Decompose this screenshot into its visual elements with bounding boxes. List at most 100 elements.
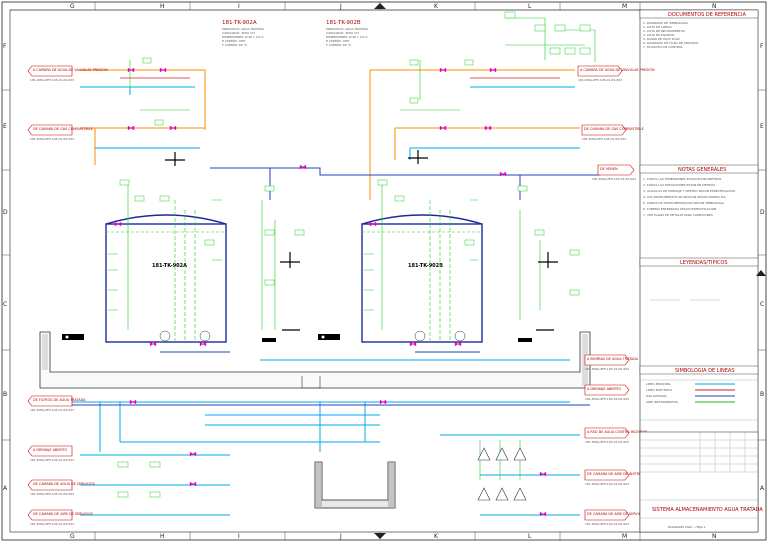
note-item: 1. TODAS LAS DIMENSIONES ESTAN EN MILIME… [643, 177, 721, 181]
legend-label: GAS NATURAL [646, 394, 667, 398]
manways [62, 334, 532, 342]
grid-row-label: D [760, 209, 765, 216]
flag-right-label: DE CAMARA DE AIRE DE INSTRUMENTOS [587, 472, 656, 476]
note-item: 5. LINEAS DE INSTRUMENTACION SEGUN SIMBO… [643, 201, 725, 205]
notes-title: NOTAS GENERALES [678, 167, 726, 173]
note-item: 6. TUBERIA ENTERRADA SEGUN ESPECIFICACIO… [643, 207, 716, 211]
tank-b-desc: CAPACIDAD: 3000 m3 [326, 31, 359, 35]
flag-left-ref: 181-DWG-PFP-105-01-P2-003 [30, 137, 74, 141]
grid-row-label: C [760, 301, 764, 308]
flag-right-ref: 181-DWG-PFP-105-01-P2-003 [585, 397, 629, 401]
tank-a-header: 181-TK-902A PRODUCTO: AGUA TRATADA CAPAC… [221, 20, 265, 47]
note-item: 2. TODAS LAS ELEVACIONES ESTAN EN METROS [643, 183, 715, 187]
flag-right-ref: 181-DWG-PFP-105-01-P2-003 [585, 522, 629, 526]
flag-right-ref: 181-DWG-PFP-105-01-P2-003 [592, 177, 636, 181]
grid-row-label: F [3, 43, 7, 50]
flag-right-ref: 181-DWG-PFP-105-01-P2-003 [585, 367, 629, 371]
tank-902b [361, 214, 483, 343]
dike-sump [301, 376, 321, 389]
ref-doc-item: 5. PLANO DE PLOT PLAN [643, 37, 680, 41]
flag-right-ref: 181-DWG-PFP-105-01-P2-003 [578, 78, 622, 82]
note-item: 3. VALVULAS DE DRENAJE Y VENTEO SEGUN ES… [643, 189, 735, 193]
grid-col-label: I [238, 3, 240, 10]
grid-row-label: A [760, 485, 765, 492]
grid-col-label: M [622, 3, 627, 10]
tank-b-tag: 181-TK-902B [326, 20, 361, 26]
legend-label: AIRE INSTRUMENTOS [646, 400, 678, 404]
tank-a-desc: PRODUCTO: AGUA TRATADA [222, 27, 265, 31]
simbologia-title: SIMBOLOGIA DE LINEAS [675, 368, 735, 374]
tank-a-desc: P. DISEÑO: ATM [222, 38, 245, 43]
flag-left-ref: 181-DWG-PFP-105-01-P2-003 [30, 458, 74, 462]
flag-right-label: DE CAMARA DE AIRE DE SERVICIOS [587, 512, 647, 516]
tank-a-tag: 181-TK-902A [222, 20, 257, 26]
grid-row-label: A [3, 485, 8, 492]
ref-doc-item: 6. DIAGRAMA DE FLUJO DE PROCESO [643, 41, 699, 45]
grid-col-label: N [712, 3, 717, 10]
tank-902a [105, 214, 227, 343]
ref-doc-item: 3. LISTA DE INSTRUMENTOS [643, 29, 685, 33]
note-item: 4. LOS INSTRUMENTOS SE INDICAN SEGUN NOR… [643, 195, 727, 199]
tank-inner-label: 181-TK-902A [152, 263, 187, 269]
flag-left-ref: 181-DWG-PFP-105-01-P2-003 [30, 78, 74, 82]
leyenda-title: LEYENDAS/TIPICOS [680, 260, 728, 266]
tank-b-desc: P. DISEÑO: ATM [326, 38, 349, 43]
flag-left-label: DE FILTROS DE AGUA TRATADA [33, 398, 86, 402]
grid-col-label: G [70, 3, 75, 10]
flag-left-ref: 181-DWG-PFP-105-01-P2-003 [30, 492, 74, 496]
grid-col-label: G [70, 533, 75, 540]
tank-inner-label: 181-TK-902B [408, 263, 443, 269]
flag-right-label: A DRENAJE ABIERTO [587, 387, 622, 391]
grid-row-label: F [760, 43, 764, 50]
flag-left-label: DE CAMARA DE GAS COMBUSTIBLE [33, 127, 93, 131]
tank-a-desc: DIMENSIONES: Ø 20 x 10 m [222, 34, 264, 39]
flag-left-label: DE CAMARA DE AGUA DE SERVICIOS [33, 482, 95, 486]
ref-doc-item: 1. DIAGRAMA DE SIMBOLOGIA [643, 21, 689, 25]
grid-row-label: E [3, 123, 7, 130]
flag-right-ref: 181-DWG-PFP-105-01-P2-003 [585, 440, 629, 444]
title-block-main: SISTEMA ALMACENAMIENTO AGUA TRATADA [652, 507, 763, 513]
flags-right [577, 65, 635, 521]
center-arrows [374, 3, 766, 539]
right-panel [639, 9, 759, 533]
flag-left-label: DE CAMARA DE AIRE DE SERVICIOS [33, 512, 93, 516]
grid-col-label: H [160, 3, 165, 10]
grid-col-label: J [339, 533, 342, 540]
flag-left-ref: 181-DWG-PFP-105-01-P2-003 [30, 522, 74, 526]
manway-holes [65, 335, 325, 339]
tank-a-desc: CAPACIDAD: 3000 m3 [222, 31, 255, 35]
grid-col-label: H [160, 533, 165, 540]
grid-row-label: B [760, 391, 764, 398]
valves [114, 67, 547, 517]
flag-left-label: A DRENAJE ABIERTO [33, 448, 68, 452]
flag-right-ref: 181-DWG-PFP-105-01-P2-003 [582, 137, 626, 141]
tank-b-desc: T. DISEÑO: 60 °C [325, 42, 351, 47]
legend-label: LINEA PRINCIPAL [646, 382, 671, 386]
ref-doc-item: 7. FILOSOFIA DE CONTROL [643, 45, 683, 49]
grid-row-label: D [3, 209, 8, 216]
flag-right-label: A BOMBAS DE AGUA TRATADA [587, 357, 639, 361]
grid-row-label: C [3, 301, 7, 308]
title-block-sub: DIAGRAMA P&ID - HOJA 1 [668, 525, 706, 529]
ref-doc-item: 2. LISTA DE LINEAS [643, 25, 672, 29]
sump-pit [314, 461, 396, 509]
flag-right-ref: 181-DWG-PFP-105-01-P2-003 [585, 482, 629, 486]
gas-blanket-piping [60, 167, 600, 406]
grid-rows: F E D C B A F E D C B A [2, 43, 766, 492]
grid-row-label: B [3, 391, 7, 398]
flag-left-label: A CAMARA DE AGUA DE VALVULAS PRESION [33, 68, 108, 72]
flag-left-ref: 181-DWG-PFP-105-01-P2-003 [30, 408, 74, 412]
ref-doc-item: 4. LISTA DE EQUIPOS [643, 33, 675, 37]
grid-col-label: M [622, 533, 627, 540]
flags-left [27, 65, 73, 521]
flag-right-label: A CAMARA DE AGUA DE VALVULAS PRESION [580, 68, 655, 72]
grid-col-label: K [434, 533, 439, 540]
grid-col-label: N [712, 533, 717, 540]
tank-b-header: 181-TK-902B PRODUCTO: AGUA TRATADA CAPAC… [325, 20, 369, 47]
line-legend [695, 383, 735, 403]
grid-col-label: L [528, 3, 532, 10]
grid-col-label: L [528, 533, 532, 540]
vent-symbols [477, 447, 527, 501]
mixers [165, 150, 558, 331]
